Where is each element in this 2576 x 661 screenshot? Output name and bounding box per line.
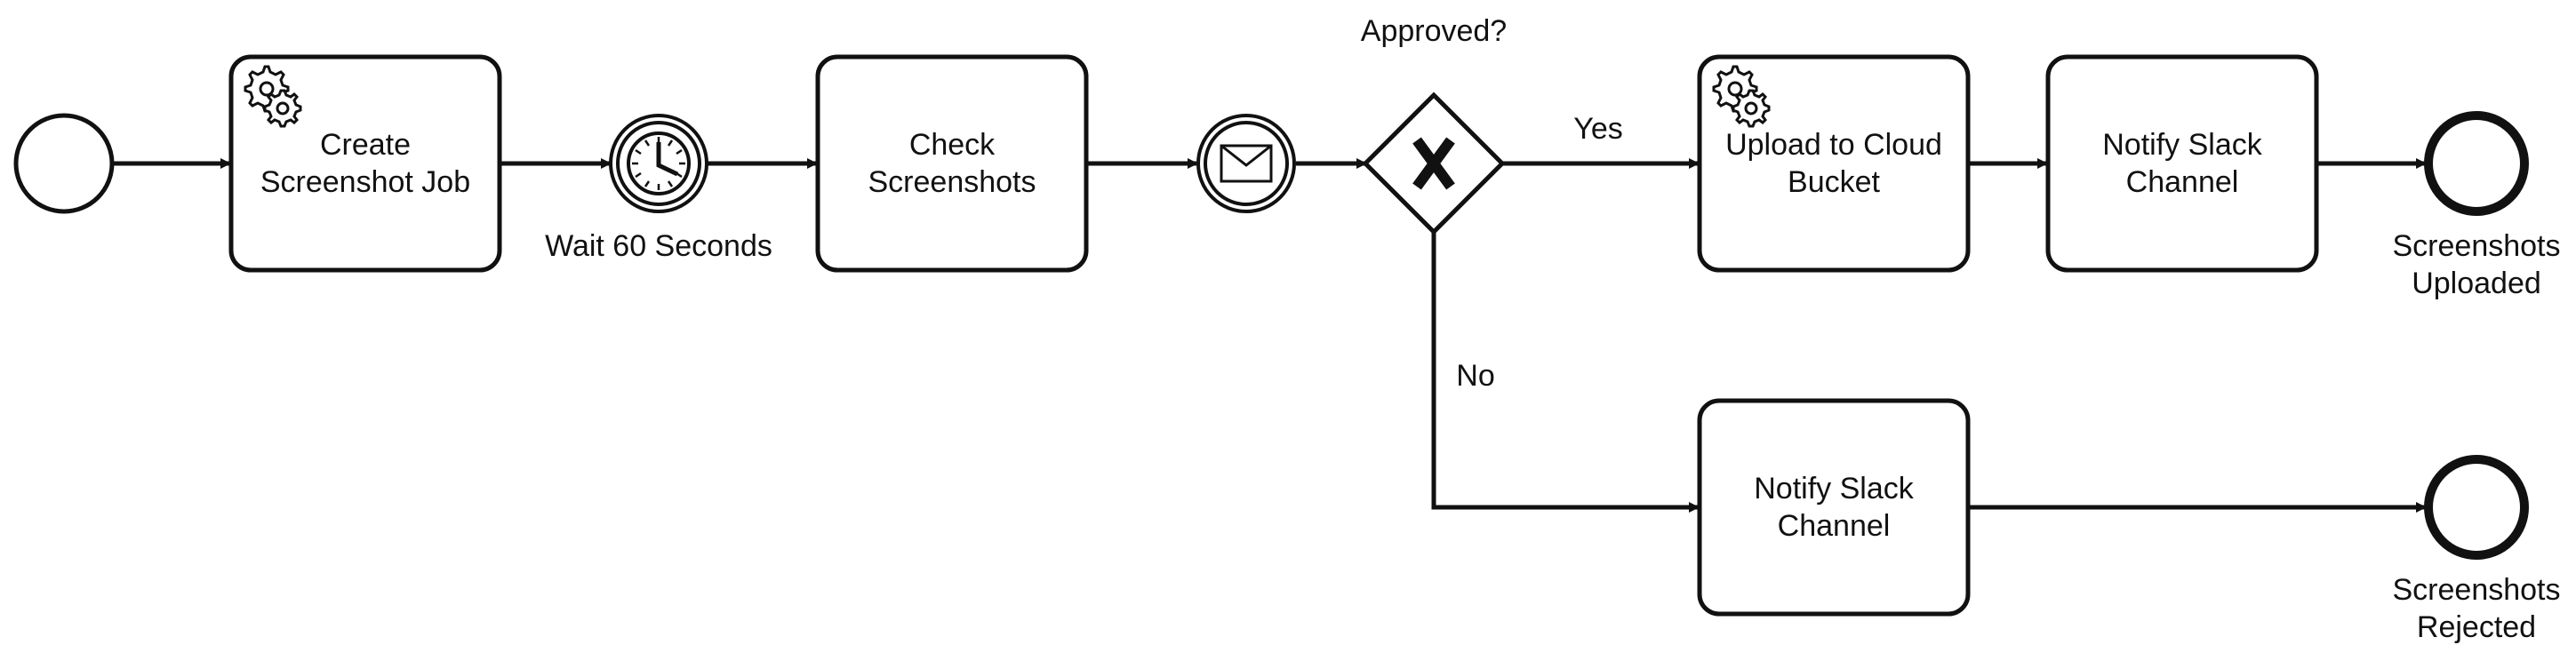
task-label-line: Channel: [2125, 165, 2239, 199]
task-label-line: Screenshots: [868, 165, 1036, 199]
task-label-line: Upload to Cloud: [1725, 128, 1942, 162]
end-event-label-uploaded: Screenshots Uploaded: [2352, 227, 2576, 302]
x-icon: [1412, 137, 1455, 190]
task-label-notify-slack-rejected: Notify Slack Channel: [1700, 401, 1968, 614]
gateway-label: Approved?: [1360, 14, 1508, 48]
task-label-line: Notify Slack: [2102, 128, 2262, 162]
exclusive-gateway[interactable]: [1362, 92, 1506, 235]
end-label-line: Uploaded: [2412, 267, 2541, 300]
timer-event[interactable]: [609, 114, 708, 213]
task-label-line: Check: [908, 128, 996, 162]
timer-event-label: Wait 60 Seconds: [545, 229, 772, 263]
sequence-flows: [114, 158, 2427, 513]
task-label-line: Bucket: [1788, 165, 1880, 199]
start-event[interactable]: [13, 113, 115, 214]
end-label-line: Screenshots: [2392, 573, 2561, 607]
task-label-line: Screenshot Job: [260, 165, 471, 199]
flow-label-yes: Yes: [1573, 112, 1623, 146]
flow-label-no: No: [1456, 359, 1495, 393]
task-label-notify-slack-approved: Notify Slack Channel: [2048, 57, 2316, 270]
task-label-check-screenshots: Check Screenshots: [818, 57, 1086, 270]
end-event-label-rejected: Screenshots Rejected: [2352, 571, 2576, 646]
envelope-icon: [1220, 144, 1273, 183]
gear-icon: [1712, 65, 1771, 128]
task-label-line: Create: [319, 128, 412, 162]
task-label-line: Notify Slack: [1754, 472, 1914, 506]
message-event[interactable]: [1196, 114, 1296, 213]
end-event-uploaded[interactable]: [2424, 111, 2529, 216]
task-notify-slack-approved[interactable]: [2045, 54, 2319, 273]
clock-icon: [627, 131, 691, 195]
end-label-line: Rejected: [2416, 610, 2537, 644]
end-label-line: Screenshots: [2392, 229, 2561, 263]
flow-no: [1431, 232, 1700, 513]
task-label-line: Channel: [1777, 509, 1891, 543]
task-label-upload-to-cloud-bucket: Upload to Cloud Bucket: [1700, 57, 1968, 270]
end-event-rejected[interactable]: [2424, 455, 2529, 560]
task-notify-slack-rejected[interactable]: [1697, 398, 1971, 617]
gear-icon: [244, 65, 302, 128]
task-label-create-screenshot-job: Create Screenshot Job: [231, 57, 500, 270]
task-check-screenshots[interactable]: [815, 54, 1089, 273]
